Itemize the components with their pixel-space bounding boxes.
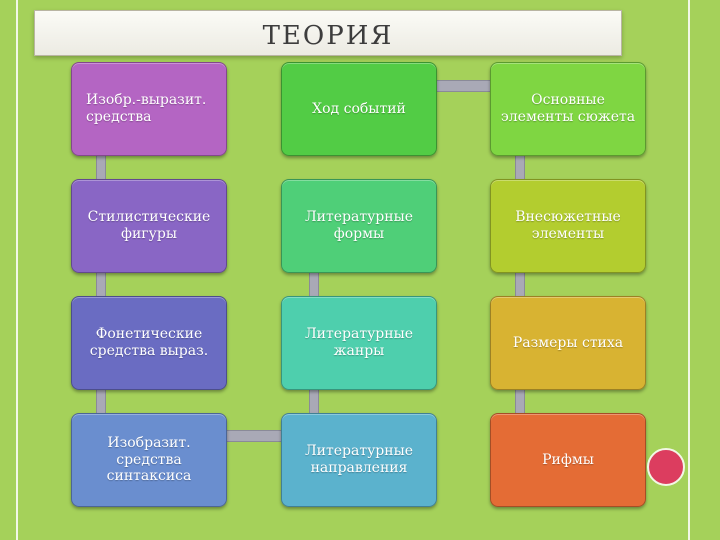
box-literaturnye-formy: Литературные формы	[281, 179, 437, 273]
left-frame-line	[16, 0, 18, 540]
connector-col3-row3-row4	[515, 389, 525, 415]
connector-row1-col2-col3	[434, 80, 492, 92]
accent-circle	[647, 448, 685, 486]
connector-col3-row2-row3	[515, 272, 525, 298]
connector-col3-row1-row2	[515, 155, 525, 181]
box-osnovnye-elementy-syuzheta: Основные элементы сюжета	[490, 62, 646, 156]
box-foneticheskie-sredstva: Фонетические средства выраз.	[71, 296, 227, 390]
box-razmery-stikha: Размеры стиха	[490, 296, 646, 390]
box-izobrazit-sredstva-sintaksisa: Изобразит. средства синтаксиса	[71, 413, 227, 507]
connector-col2-row2-row3	[309, 272, 319, 298]
box-literaturnye-zhanry: Литературные жанры	[281, 296, 437, 390]
connector-col1-row1-row2	[96, 155, 106, 181]
connector-col1-row3-row4	[96, 389, 106, 415]
title-bar: ТЕОРИЯ	[34, 10, 622, 56]
box-vnesyuzhetnye-elementy: Внесюжетные элементы	[490, 179, 646, 273]
box-literaturnye-napravleniya: Литературные направления	[281, 413, 437, 507]
box-rifmy: Рифмы	[490, 413, 646, 507]
box-izobr-vyrazit-sredstva: Изобр.-выразит. средства	[71, 62, 227, 156]
box-stilisticheskie-figury: Стилистические фигуры	[71, 179, 227, 273]
connector-row4-col1-col2	[225, 430, 283, 442]
connector-col2-row3-row4	[309, 389, 319, 415]
right-frame-line	[688, 0, 690, 540]
connector-col1-row2-row3	[96, 272, 106, 298]
box-khod-sobytiy: Ход событий	[281, 62, 437, 156]
page-title: ТЕОРИЯ	[262, 21, 394, 51]
